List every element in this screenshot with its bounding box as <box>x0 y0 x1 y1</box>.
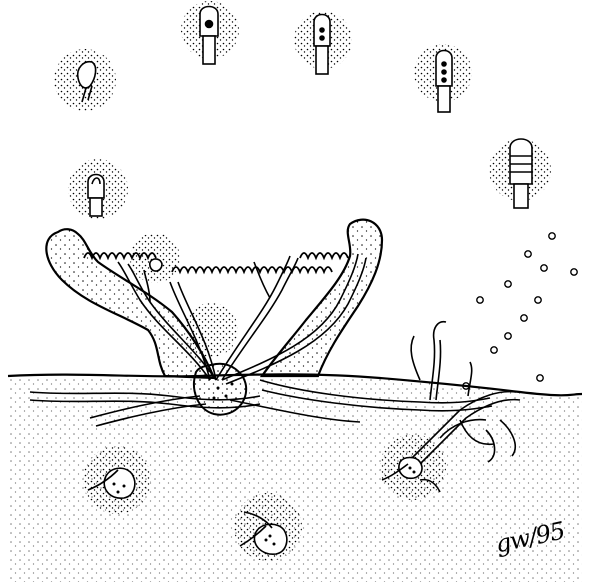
hyphal-knot <box>194 364 246 415</box>
substrate <box>8 374 582 582</box>
